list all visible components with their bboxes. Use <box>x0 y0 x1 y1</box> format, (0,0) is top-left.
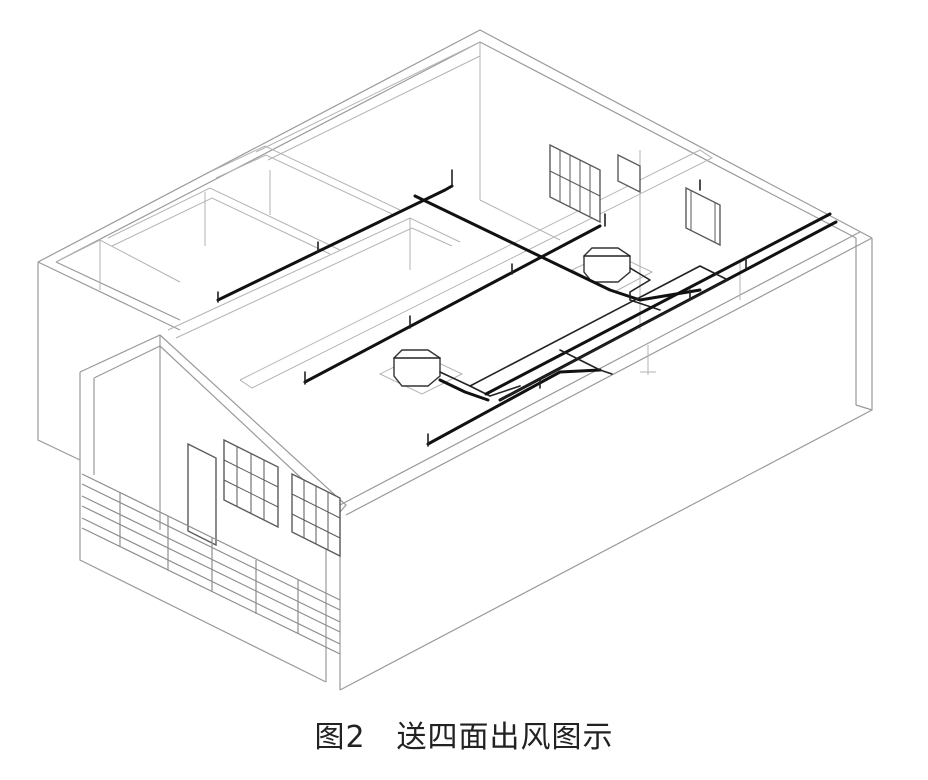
interior-partitions <box>55 41 741 389</box>
front-facade <box>187 438 341 558</box>
duct-network <box>216 169 838 447</box>
back-windows <box>549 143 721 247</box>
ac-unit-left <box>378 349 464 395</box>
isometric-building-diagram <box>37 29 873 691</box>
door <box>187 442 217 547</box>
figure-caption: 图2 送四面出风图示 <box>314 720 614 755</box>
balcony-railing <box>81 473 341 655</box>
building-outer-walls <box>37 29 873 691</box>
ac-unit-right <box>570 247 654 293</box>
